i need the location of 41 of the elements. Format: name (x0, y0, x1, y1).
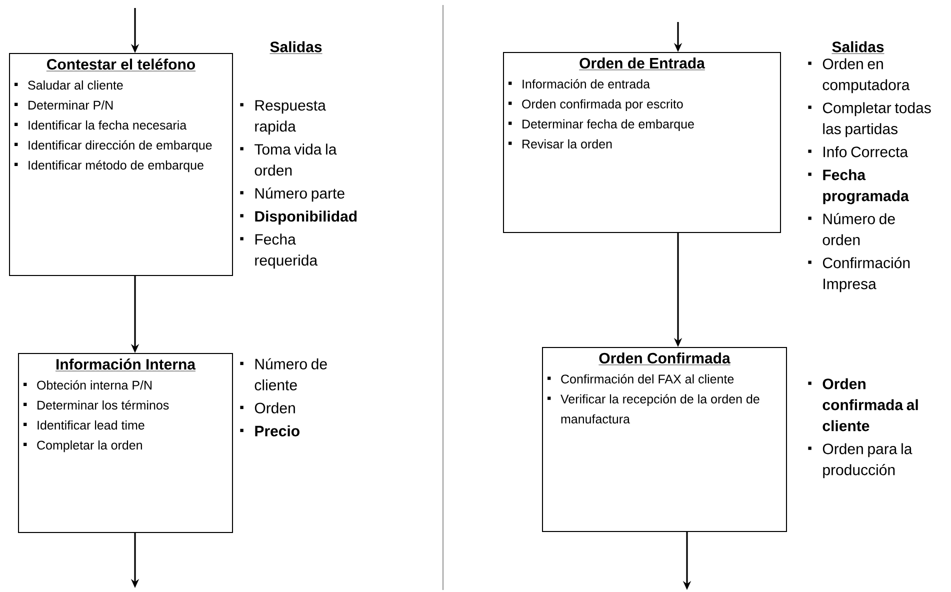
process-box (503, 52, 781, 233)
process-box (18, 353, 233, 533)
output-item: Precio (240, 425, 300, 436)
column-heading: Salidas (270, 41, 322, 54)
column-heading: Salidas (832, 41, 884, 54)
bullet-item: Determinar los términos (24, 400, 169, 410)
output-item: Número de orden (808, 213, 895, 246)
bullet-item: Información de entrada (508, 79, 650, 88)
output-item: Orden confirmada al cliente (808, 378, 918, 432)
box-heading: Orden de Entrada (578, 58, 706, 70)
output-item: Toma vida la orden (240, 144, 337, 176)
process-box (542, 347, 787, 532)
output-item: Disponibilidad (240, 210, 357, 225)
box-heading: Orden Confirmada (598, 352, 731, 366)
output-item: Fecha programada (808, 169, 909, 204)
output-item: Orden para la producción (808, 443, 912, 478)
output-item: Completar todas las partidas (808, 102, 931, 138)
bullet-item: Determinar P/N (14, 100, 113, 110)
bullet-item: Completar la orden (24, 440, 142, 452)
bullet-item: Identificar lead time (24, 420, 144, 430)
bullet-item: Obteción interna P/N (24, 380, 152, 390)
output-item: Orden en computadora (808, 58, 910, 94)
output-item: Info Correcta (808, 146, 908, 158)
bullet-item: Saludar al cliente (14, 80, 123, 90)
output-item: Número de cliente (240, 358, 327, 390)
bullet-item: Orden confirmada por escrito (508, 99, 683, 111)
process-box (9, 53, 233, 276)
bullet-item: Identificar la fecha necesaria (14, 120, 187, 130)
output-item: Respuesta rapida (240, 100, 326, 135)
box-heading: Contestar el teléfono (46, 58, 196, 72)
output-item: Número parte (240, 187, 344, 202)
bullet-item: Determinar fecha de embarque (508, 119, 694, 131)
box-heading: Información Interna (55, 358, 196, 372)
output-item: Confirmación Impresa (808, 257, 910, 292)
output-item: Orden (240, 402, 295, 414)
bullet-item: Identificar dirección de embarque (14, 140, 212, 152)
bullet-item: Verificar la recepción de la orden de manufactura (548, 394, 760, 424)
bullet-item: Identificar método de embarque (14, 160, 204, 172)
output-item: Fecha requerida (240, 234, 318, 269)
bullet-item: Revisar la orden (508, 139, 612, 148)
bullet-item: Confirmación del FAX al cliente (548, 374, 734, 384)
